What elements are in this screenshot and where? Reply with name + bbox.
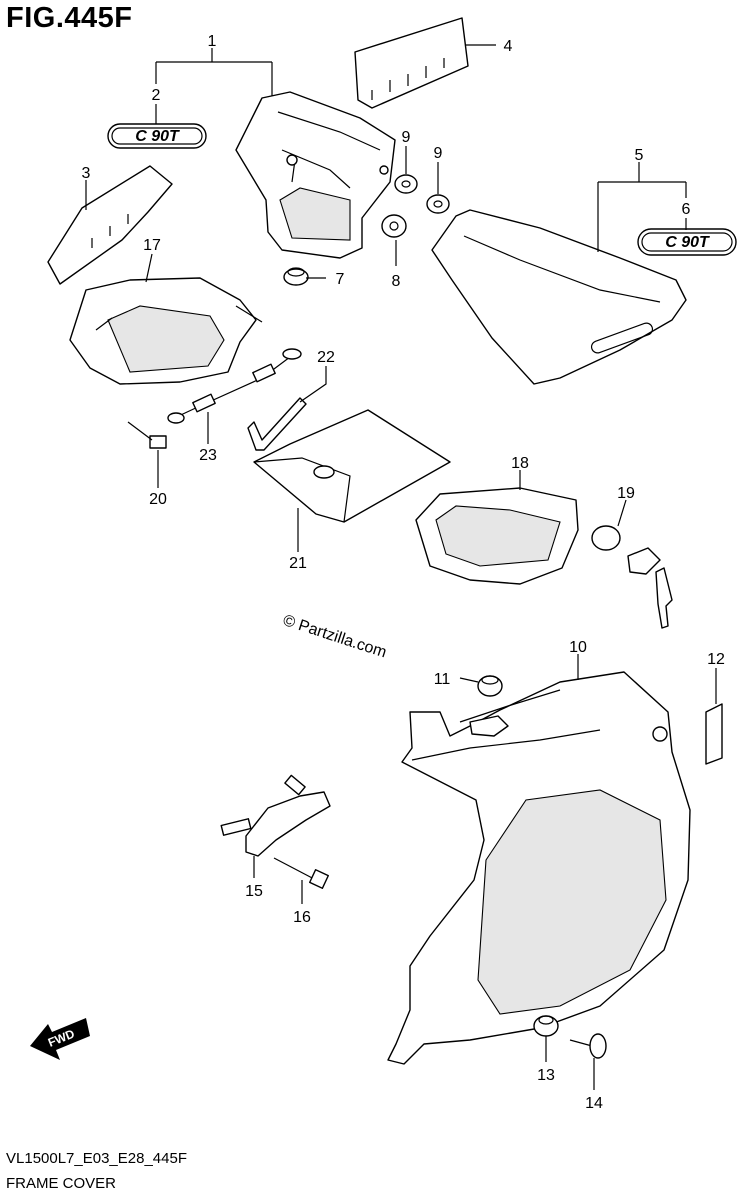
callout-labels: 1 2 3 4 5 6 7 8 9 9 10 11 12 13 14 15 16…: [82, 33, 725, 1112]
callout-23: 23: [199, 447, 217, 464]
part-9a-grommet: [394, 174, 418, 194]
part-8-grommet: [381, 214, 407, 238]
part-3-label: [47, 165, 173, 285]
callout-9b: 9: [434, 145, 443, 162]
callout-6: 6: [682, 201, 691, 218]
section-title: FRAME COVER: [6, 1175, 117, 1192]
part-13-grommet: [533, 1015, 559, 1037]
part-5-side-cover: [431, 209, 687, 385]
model-code: VL1500L7_E03_E28_445F: [6, 1150, 187, 1167]
part-6-emblem: C 90T: [637, 228, 737, 256]
leader-lines: [85, 44, 717, 1090]
part-1-frame-cover: [235, 91, 396, 259]
callout-8: 8: [392, 273, 401, 290]
callout-5: 5: [635, 147, 644, 164]
part-22-wrench: [247, 397, 307, 451]
part-14-bolt: [569, 1033, 607, 1059]
callout-16: 16: [293, 909, 311, 926]
emblem-6-text: C 90T: [665, 234, 710, 251]
callout-19: 19: [617, 485, 635, 502]
part-4-label: [354, 17, 469, 109]
callout-1: 1: [208, 33, 217, 50]
part-18-cover: [415, 487, 579, 585]
callout-4: 4: [504, 38, 513, 55]
callout-2: 2: [152, 87, 161, 104]
callout-11: 11: [434, 671, 451, 688]
part-23-cable: [167, 348, 302, 424]
part-11-damper: [477, 675, 503, 697]
fwd-arrow: FWD: [30, 1018, 90, 1060]
callout-17: 17: [143, 237, 161, 254]
callout-12: 12: [707, 651, 725, 668]
part-2-emblem: C 90T: [107, 123, 207, 149]
callout-15: 15: [245, 883, 263, 900]
part-16-bolt: [273, 857, 330, 890]
emblem-2-text: C 90T: [135, 128, 180, 145]
callout-9a: 9: [402, 129, 411, 146]
callout-22: 22: [317, 349, 335, 366]
part-12-label: [705, 703, 723, 765]
callout-7: 7: [336, 271, 345, 288]
part-7-grommet: [283, 267, 309, 286]
part-15-bracket: [220, 774, 331, 857]
part-20-bolt: [127, 421, 167, 449]
callout-10: 10: [569, 639, 587, 656]
callout-18: 18: [511, 455, 529, 472]
callout-14: 14: [585, 1095, 603, 1112]
part-17-cover: [69, 277, 263, 385]
callout-21: 21: [289, 555, 307, 572]
part-9b-grommet: [426, 194, 450, 214]
callout-3: 3: [82, 165, 91, 182]
callout-13: 13: [537, 1067, 555, 1084]
figure-title: FIG.445F: [6, 2, 133, 34]
part-19-lock: [591, 525, 673, 629]
callout-20: 20: [149, 491, 167, 508]
part-21-pouch: [253, 409, 451, 523]
part-10-side-cover: [387, 671, 691, 1065]
